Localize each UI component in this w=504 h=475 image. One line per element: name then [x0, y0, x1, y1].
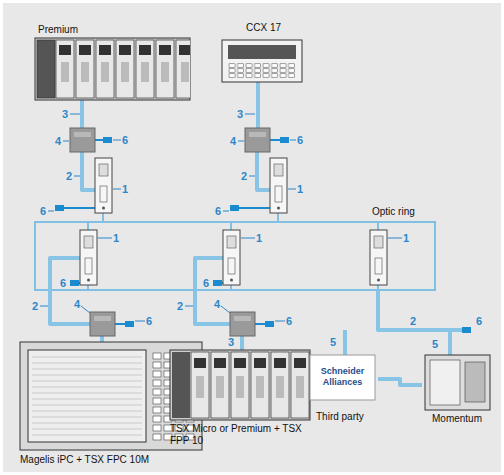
network-cable: [80, 100, 84, 128]
callout-number: 1: [403, 232, 409, 244]
momentum-module: [430, 360, 460, 405]
ccx17-node: CCX 17: [222, 18, 302, 82]
callout-number: 3: [228, 336, 234, 348]
premium-plc-node: Premium: [35, 22, 195, 102]
magelis-screen-lines: [32, 354, 142, 438]
momentum-node: Momentum: [422, 355, 494, 427]
ccx17-keys: [228, 63, 296, 78]
bus-connector-line: [378, 379, 422, 385]
callout-number: 1: [297, 183, 303, 195]
third-party-logo-box: [310, 355, 375, 400]
callout-number: 4: [55, 135, 61, 147]
callout-number: 6: [476, 315, 482, 327]
callout-number: 4: [214, 298, 220, 310]
tsx-micro-node: TSX Micro or Premium + TSX FPP 10: [168, 345, 314, 450]
tsx-micro-plc: [170, 350, 310, 420]
network-cable: [378, 290, 462, 330]
callout-number: 5: [432, 338, 438, 350]
background-panel: [3, 3, 501, 472]
device-name: Momentum: [432, 413, 482, 425]
network-cable: [100, 336, 104, 342]
network-cable: [256, 82, 260, 128]
callout-number: 2: [410, 315, 416, 327]
tsx-power-supply: [172, 352, 190, 418]
callout-number: 6: [40, 205, 46, 217]
callout-number: 6: [297, 134, 303, 146]
callout-number: 2: [32, 300, 38, 312]
terminator-stub: [64, 140, 280, 324]
magelis-screen: [28, 350, 146, 442]
network-illustration: [90, 312, 115, 336]
callout-number: 6: [215, 205, 221, 217]
network-cable: [343, 330, 347, 355]
ccx17-terminal: [222, 40, 302, 82]
network-illustration: [270, 158, 287, 213]
network-illustration: [280, 137, 289, 143]
network-label: Optic ring: [372, 206, 415, 218]
callout-number: 6: [60, 277, 66, 289]
callout-number: 6: [122, 134, 128, 146]
callout-number: 6: [286, 315, 292, 327]
network-illustration: [103, 137, 112, 143]
device-name: Magelis iPC + TSX FPC 10M: [20, 454, 149, 466]
callout-number: 2: [66, 170, 72, 182]
device-name: Schneider Alliances: [310, 366, 375, 388]
premium-power-supply: [37, 40, 55, 98]
network-cable: [240, 336, 244, 350]
premium-modules: [55, 38, 190, 100]
network-illustration: [70, 280, 79, 286]
callout-number: 3: [237, 108, 243, 120]
callout-number: 2: [177, 300, 183, 312]
leader-line: [40, 114, 402, 321]
network-illustration: [370, 230, 387, 285]
callout-number: 4: [230, 135, 236, 147]
network-illustration: [230, 312, 255, 336]
ccx17-screen: [228, 45, 296, 59]
premium-plc: [35, 38, 190, 100]
callout-number: 1: [256, 232, 262, 244]
network-cable: [82, 152, 95, 190]
tsx-modules: [190, 350, 310, 420]
device-name: Premium: [38, 24, 78, 36]
network-illustration: [230, 205, 239, 211]
callout-number: 6: [203, 277, 209, 289]
network-illustration: [95, 158, 112, 213]
network-cable: [50, 82, 462, 355]
device-caption: Third party: [316, 411, 364, 423]
ring-stub: [88, 213, 378, 290]
network-illustration: [55, 205, 64, 211]
network-illustration: [70, 128, 95, 152]
callout-number: 1: [113, 232, 119, 244]
network-illustration: [125, 321, 134, 327]
network-illustration: [223, 230, 240, 285]
device-name: TSX Micro or Premium + TSX FPP 10: [170, 423, 312, 447]
momentum-device: [425, 355, 490, 410]
callout-number: 4: [74, 298, 80, 310]
optic-ring-line: [35, 222, 435, 290]
callout-number: 6: [146, 315, 152, 327]
network-illustration: [245, 128, 270, 152]
network-illustration: [80, 230, 97, 285]
bus-connector: [378, 379, 422, 385]
callout-number: 1: [122, 183, 128, 195]
network-cable: [257, 152, 270, 190]
momentum-terminals: [465, 362, 485, 402]
callout-number: 5: [330, 336, 336, 348]
callout-number: 3: [62, 108, 68, 120]
network-illustration: [213, 280, 222, 286]
network-illustration: [462, 327, 471, 333]
third-party-node: Schneider AlliancesThird party: [308, 355, 378, 427]
network-illustration: [265, 321, 274, 327]
callout-number: 2: [241, 170, 247, 182]
magelis-node: Magelis iPC + TSX FPC 10M: [18, 338, 204, 468]
device-name: CCX 17: [246, 22, 281, 34]
network-cable: [448, 330, 452, 355]
